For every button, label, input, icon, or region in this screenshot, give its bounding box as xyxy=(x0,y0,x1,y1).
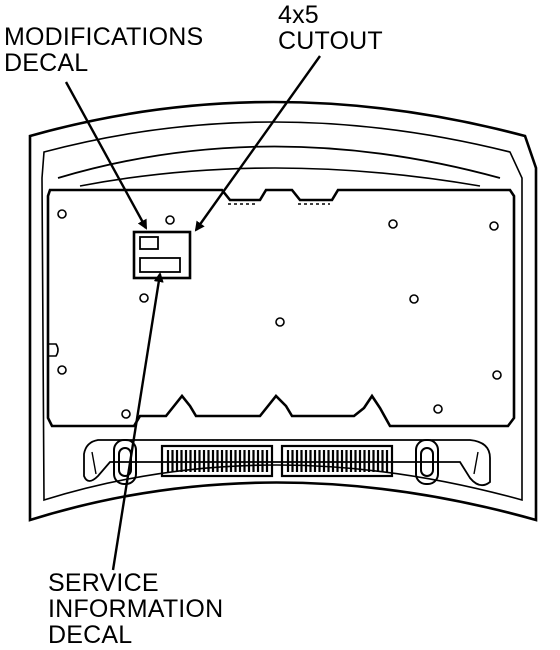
callout-line: INFORMATION xyxy=(48,595,224,623)
oval-slot-right-inner xyxy=(420,447,434,477)
hood-lower-recess xyxy=(83,439,491,487)
oval-slot-right xyxy=(415,439,439,485)
service-information-decal xyxy=(139,257,181,273)
callout-modifications-decal: MODIFICATIONS DECAL xyxy=(4,24,203,76)
hood-inner-flange xyxy=(41,121,523,502)
modifications-decal xyxy=(139,236,159,250)
rivet xyxy=(492,370,502,380)
louver-vent-left xyxy=(160,444,274,478)
callout-line: SERVICE xyxy=(48,569,159,597)
callout-line: CUTOUT xyxy=(278,27,383,55)
rivet xyxy=(57,365,67,375)
callout-line: DECAL xyxy=(4,49,89,77)
rivet xyxy=(57,209,67,219)
callout-line: MODIFICATIONS xyxy=(4,23,204,51)
insulation-pad xyxy=(46,188,516,428)
leader-modifications xyxy=(64,81,148,230)
hood-contour-arc xyxy=(57,145,501,179)
hood-lower-recess-inner xyxy=(91,451,479,475)
pad-rivets xyxy=(57,209,502,419)
rivet xyxy=(165,215,175,225)
leader-cutout xyxy=(194,55,321,232)
hood-outer-outline xyxy=(28,100,538,522)
callout-line: DECAL xyxy=(48,621,133,649)
hood-oval-slots xyxy=(113,439,439,485)
rivet xyxy=(489,221,499,231)
rivet xyxy=(388,219,398,229)
hood-contour-arc xyxy=(79,167,481,187)
callout-4x5-cutout: 4x5 CUTOUT xyxy=(278,2,383,54)
leader-service xyxy=(111,272,164,571)
callout-line: 4x5 xyxy=(278,1,319,29)
rivet xyxy=(139,293,149,303)
rivet xyxy=(121,409,131,419)
pad-left-tab xyxy=(48,343,59,357)
rivet xyxy=(275,317,285,327)
callout-service-information-decal: SERVICE INFORMATION DECAL xyxy=(48,570,223,648)
rivet xyxy=(433,404,443,414)
rivet xyxy=(409,294,419,304)
oval-slot-left xyxy=(113,439,137,485)
louver-vent-right xyxy=(280,444,394,478)
